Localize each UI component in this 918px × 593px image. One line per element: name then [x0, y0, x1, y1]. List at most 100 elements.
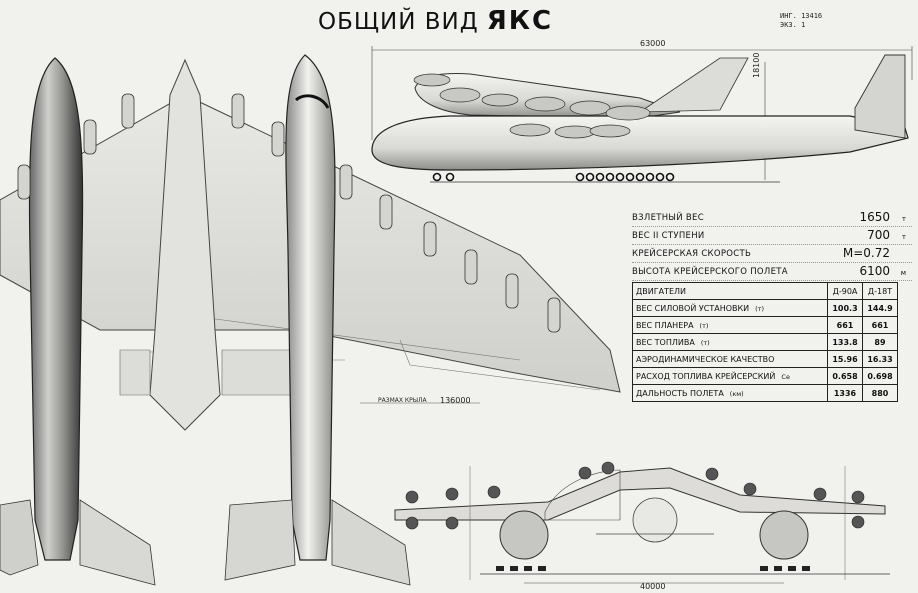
- value-cell: 15.96: [827, 350, 863, 368]
- plan-view: [0, 54, 621, 586]
- row-label-text: ДАЛЬНОСТЬ ПОЛЕТА: [636, 388, 724, 398]
- engine-front: [851, 490, 865, 504]
- spec-value: 700: [867, 228, 890, 242]
- main-fuselage: [371, 115, 909, 171]
- table-row: ДАЛЬНОСТЬ ПОЛЕТА(км) 1336 880: [632, 384, 898, 402]
- engine-nacelle: [271, 121, 285, 157]
- engine-front: [705, 467, 719, 481]
- center-section: [149, 58, 221, 431]
- engine-nacelle: [83, 119, 97, 155]
- upper-stage-cross-section: [632, 497, 678, 543]
- row-unit: (т): [755, 304, 765, 313]
- landing-gear: [432, 172, 675, 182]
- row-label: ВЕС ПЛАНЕРА (т): [632, 316, 828, 334]
- row-unit: (т): [699, 321, 709, 330]
- spec-unit: м: [900, 269, 906, 277]
- landing-gear: [496, 566, 810, 571]
- row-label-text: РАСХОД ТОПЛИВА КРЕЙСЕРСКИЙ: [636, 371, 776, 381]
- engine-nacelle: [339, 164, 353, 200]
- engine-nacelle: [547, 297, 561, 333]
- span-dimension: 136000: [440, 396, 471, 405]
- side-view: [371, 46, 913, 183]
- engine-front: [743, 482, 757, 496]
- table-row: ВЕС СИЛОВОЙ УСТАНОВКИ (т) 100.3 144.9: [632, 299, 898, 317]
- table-header-row: ДВИГАТЕЛИ Д-90А Д-18Т: [632, 282, 898, 300]
- front-view: [394, 461, 890, 584]
- value-cell: 100.3: [827, 299, 863, 317]
- span-label: РАЗМАХ КРЫЛА: [378, 397, 427, 404]
- row-label-text: АЭРОДИНАМИЧЕСКОЕ КАЧЕСТВО: [636, 354, 775, 364]
- engine-front: [813, 487, 827, 501]
- row-label-text: ВЕС СИЛОВОЙ УСТАНОВКИ: [636, 303, 750, 313]
- value-cell: 661: [862, 316, 898, 334]
- spec-row: ВЫСОТА КРЕЙСЕРСКОГО ПОЛЕТА 6100 м: [632, 264, 912, 281]
- value-cell: 16.33: [862, 350, 898, 368]
- column-header: Д-90А: [827, 282, 863, 300]
- spec-unit: т: [901, 215, 906, 223]
- title-name: ЯКС: [486, 6, 554, 36]
- value-cell: 144.9: [862, 299, 898, 317]
- engine-nacelle: [17, 164, 31, 200]
- engine-nacelle: [524, 96, 566, 112]
- engine-front: [487, 485, 501, 499]
- engine-front: [405, 516, 419, 530]
- table-row: ВЕС ТОПЛИВА(т) 133.8 89: [632, 333, 898, 351]
- row-label: ДАЛЬНОСТЬ ПОЛЕТА (км): [632, 384, 828, 402]
- header-label: ДВИГАТЕЛИ: [636, 286, 687, 296]
- spec-label: ВЫСОТА КРЕЙСЕРСКОГО ПОЛЕТА: [632, 267, 788, 277]
- engine-front: [445, 487, 459, 501]
- table-row: АЭРОДИНАМИЧЕСКОЕ КАЧЕСТВО 15.96 16.33: [632, 350, 898, 368]
- engine-nacelle: [554, 125, 596, 139]
- spec-label: ВЕС II СТУПЕНИ: [632, 231, 705, 241]
- left-fuselage: [28, 57, 84, 561]
- sheet-title: ОБЩИЙ ВИД ЯКС: [318, 6, 553, 36]
- row-label: АЭРОДИНАМИЧЕСКОЕ КАЧЕСТВО: [632, 350, 828, 368]
- spec-label: ВЗЛЕТНЫЙ ВЕС: [632, 213, 704, 223]
- row-unit: (т): [700, 338, 710, 347]
- doc-ref-line1: ИНГ. 13416: [780, 12, 823, 20]
- value-cell: 661: [827, 316, 863, 334]
- track-dimension: 40000: [640, 582, 666, 591]
- fuselage-cross-section: [759, 510, 809, 560]
- row-unit: (км): [729, 389, 744, 398]
- engine-front: [405, 490, 419, 504]
- spec-row: ВЕС II СТУПЕНИ 700 т: [632, 228, 912, 245]
- engine-front: [601, 461, 615, 475]
- engine-comparison-table: ДВИГАТЕЛИ Д-90А Д-18Т ВЕС СИЛОВОЙ УСТАНО…: [632, 282, 898, 402]
- engine-nacelle: [439, 87, 481, 103]
- spec-value: M=0.72: [842, 246, 890, 260]
- specs-list: ВЗЛЕТНЫЙ ВЕС 1650 т ВЕС II СТУПЕНИ 700 т…: [632, 210, 912, 282]
- engine-front: [445, 516, 459, 530]
- doc-ref-line2: ЭКЗ. 1: [780, 21, 806, 29]
- document-reference: ИНГ. 13416 ЭКЗ. 1: [780, 12, 822, 30]
- value-cell: 0.658: [827, 367, 863, 385]
- engine-nacelle: [121, 93, 135, 129]
- engine-nacelle: [481, 93, 519, 107]
- row-label-text: ВЕС ТОПЛИВА: [636, 337, 695, 347]
- engine-nacelle: [413, 73, 451, 87]
- row-label-text: ВЕС ПЛАНЕРА: [636, 320, 694, 330]
- table-row: ВЕС ПЛАНЕРА (т) 661 661: [632, 316, 898, 334]
- spec-unit: т: [901, 233, 906, 241]
- engine-nacelle: [505, 273, 519, 309]
- value-cell: 133.8: [827, 333, 863, 351]
- engine-nacelle: [605, 105, 651, 121]
- spec-label: КРЕЙСЕРСКАЯ СКОРОСТЬ: [632, 249, 752, 259]
- column-header: ДВИГАТЕЛИ: [632, 282, 828, 300]
- height-dimension: 18100: [752, 52, 761, 78]
- engine-nacelle: [589, 124, 631, 138]
- row-unit: [774, 356, 780, 364]
- engine-front: [851, 515, 865, 529]
- engine-nacelle: [509, 123, 551, 137]
- value-cell: 0.698: [862, 367, 898, 385]
- engine-nacelle: [423, 221, 437, 257]
- engine-nacelle: [569, 100, 611, 116]
- spec-value: 6100: [859, 264, 890, 278]
- length-dimension: 63000: [640, 39, 666, 48]
- value-cell: 880: [862, 384, 898, 402]
- title-prefix: ОБЩИЙ ВИД: [318, 9, 479, 35]
